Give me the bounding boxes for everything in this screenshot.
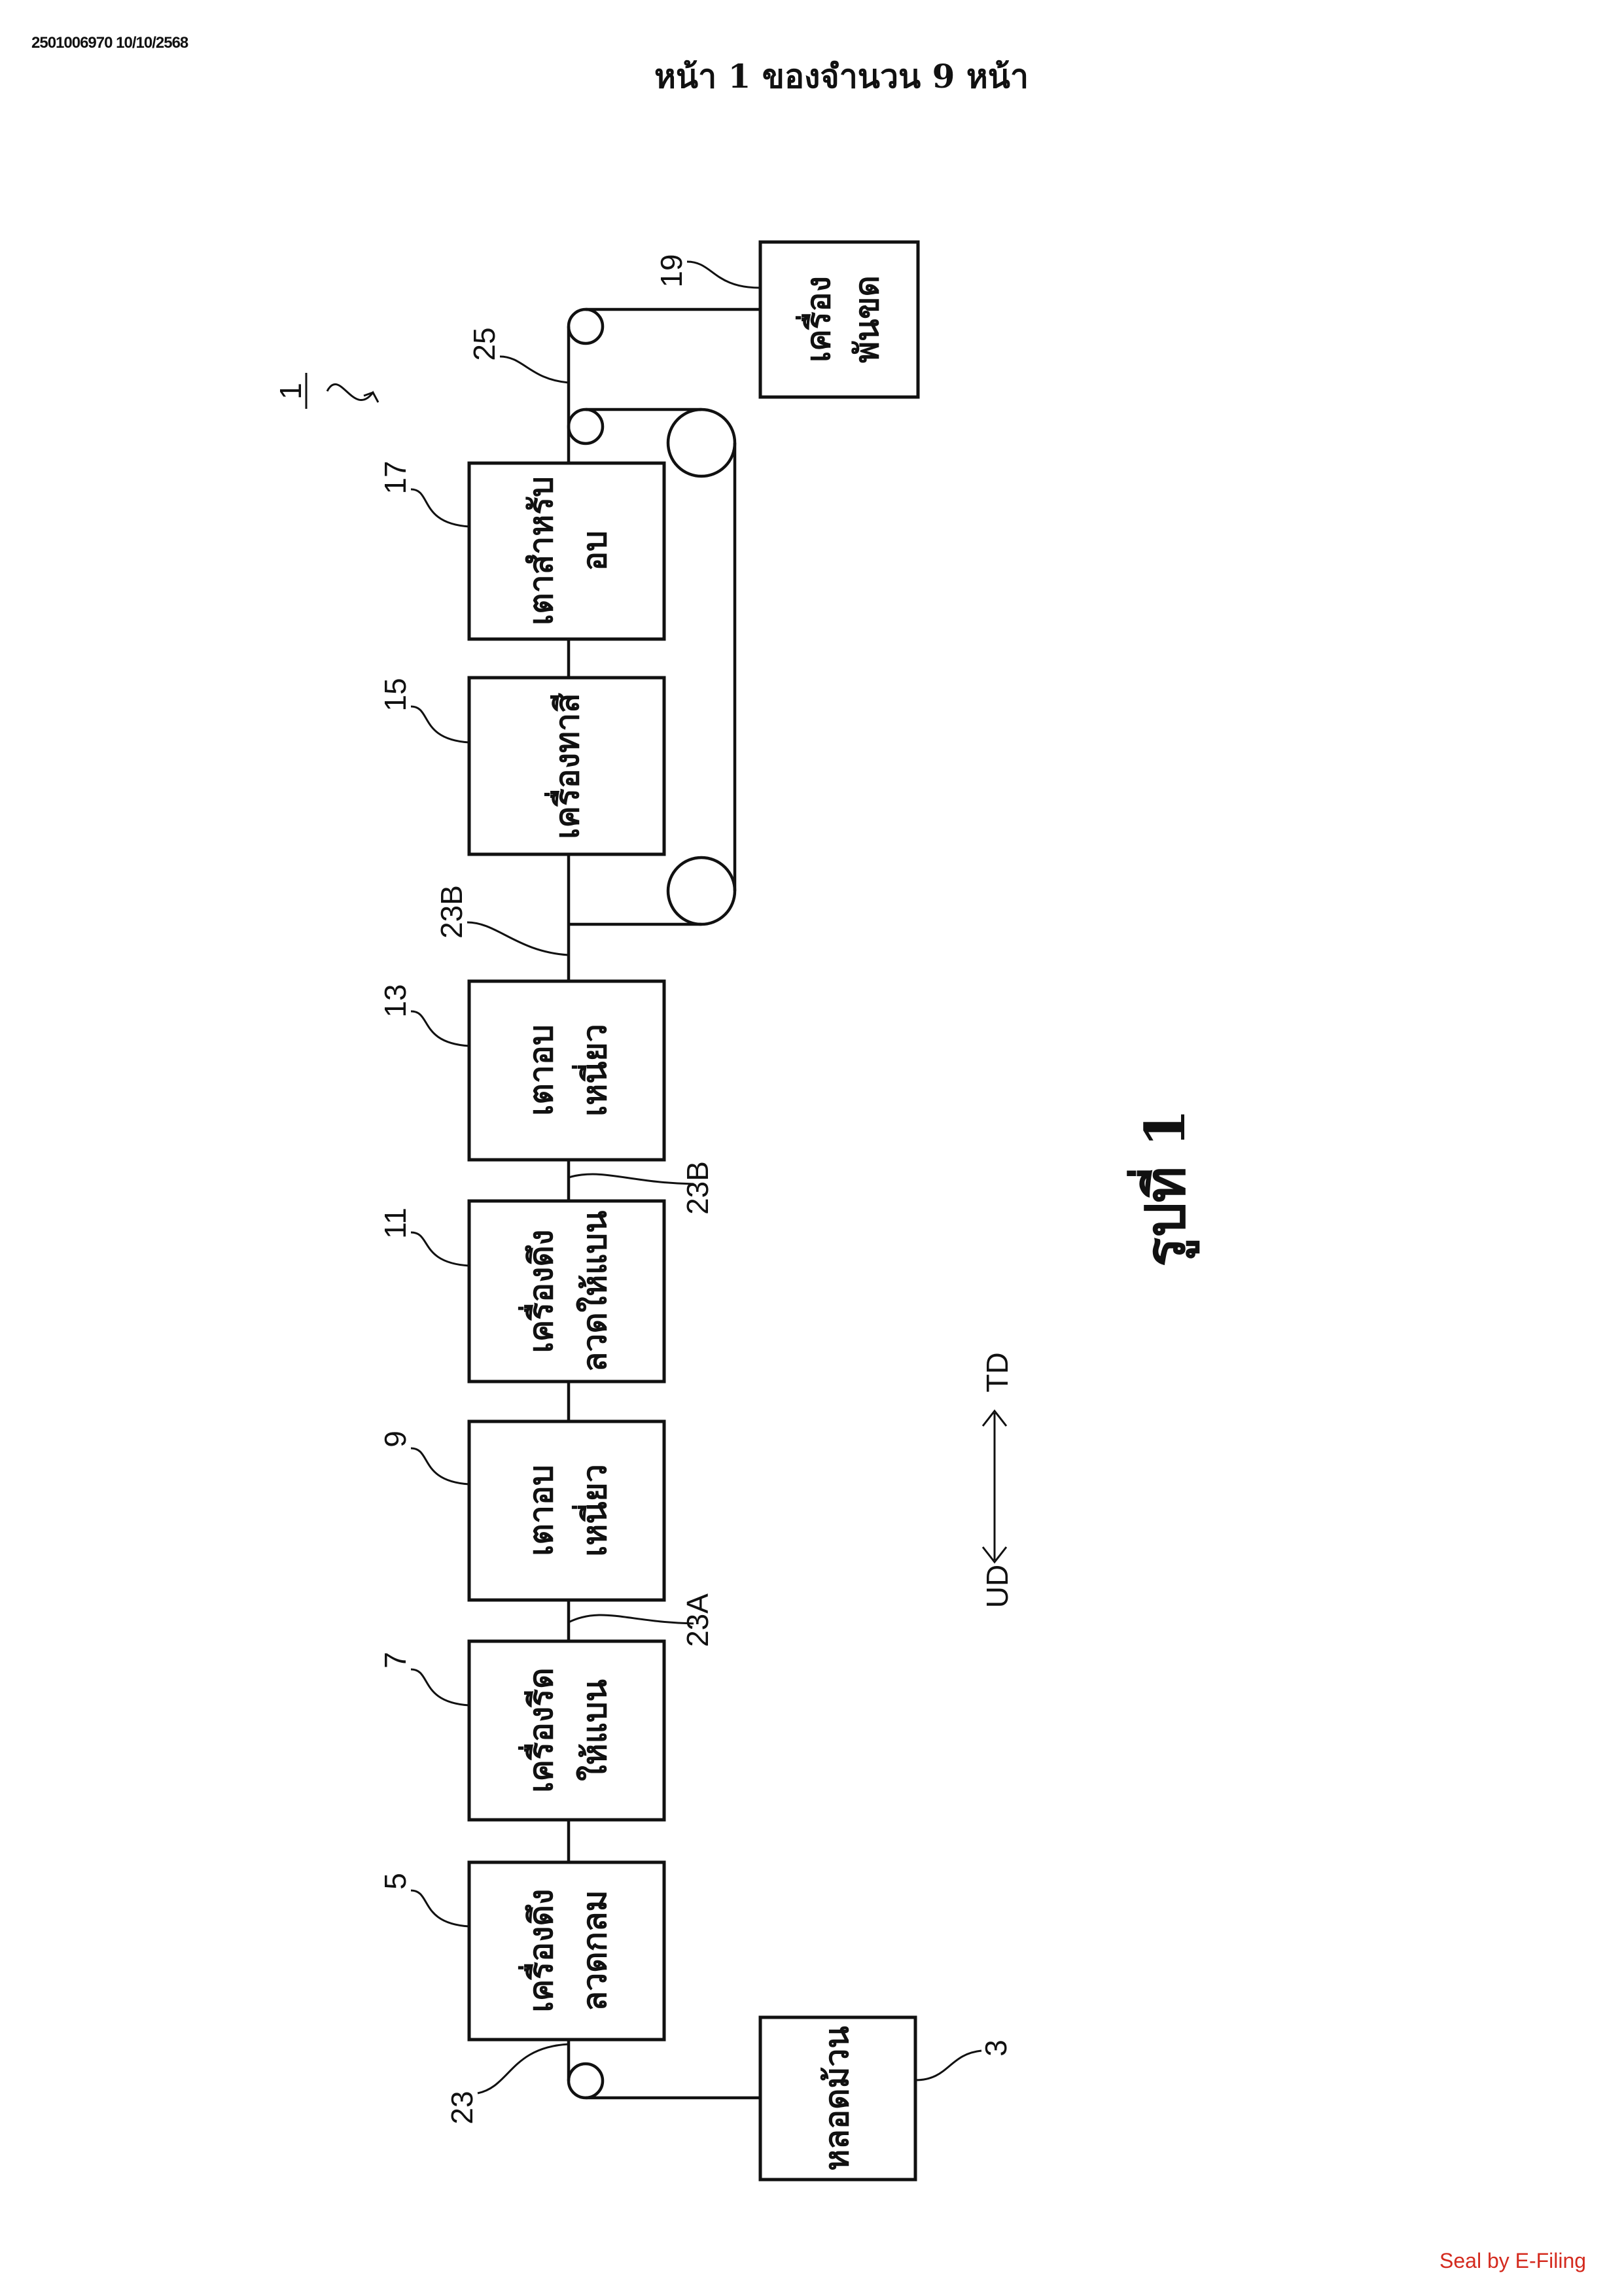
figure-title: รูปที่ 1 xyxy=(1127,1109,1200,1267)
box-label: เครื่องรีด xyxy=(518,1667,560,1792)
ref-3: 3 xyxy=(979,2040,1013,2057)
leader-17 xyxy=(410,488,470,528)
page-number-title: หน้า 1 ของจำนวน 9 หน้า xyxy=(654,57,1029,96)
ref-23a: 23A xyxy=(680,1593,715,1647)
leader-11 xyxy=(410,1231,470,1267)
box-label: หลอดม้วน xyxy=(818,2026,856,2170)
box-label: เครื่อง xyxy=(796,276,838,362)
ref-1: 1 xyxy=(274,383,308,400)
leader-3 xyxy=(915,2049,982,2081)
ref-7: 7 xyxy=(378,1652,412,1669)
leader-23 xyxy=(477,2043,569,2095)
box-flat-wire-drawer-11: เครื่องดึง ลวดให้แบน xyxy=(467,1199,666,1383)
leader-25 xyxy=(499,355,569,384)
leader-1-arrow xyxy=(326,383,380,403)
roller-top xyxy=(567,307,605,345)
leader-23a xyxy=(568,1614,694,1625)
roller-bottom xyxy=(567,2062,605,2100)
box-label: เตาอบ xyxy=(522,1465,560,1556)
leader-19 xyxy=(686,260,761,289)
leader-15 xyxy=(410,705,470,744)
roller-loop xyxy=(567,408,605,445)
leader-7 xyxy=(410,1668,470,1707)
box-label: เครื่องดึง xyxy=(518,1889,560,2013)
ref-5: 5 xyxy=(378,1873,412,1890)
leader-9 xyxy=(410,1447,470,1486)
leader-13 xyxy=(410,1010,470,1047)
box-label: เครื่องดึง xyxy=(518,1230,560,1353)
box-label: เตาสำหรับ xyxy=(522,476,560,625)
leader-23b-upper xyxy=(467,921,569,956)
box-induction-oven-9: เตาอบ เหนี่ยว xyxy=(467,1419,666,1602)
ref-17: 17 xyxy=(378,461,412,494)
box-label: ลวดกลม xyxy=(576,1890,614,2011)
ref-25: 25 xyxy=(467,327,501,360)
ref-23: 23 xyxy=(445,2091,479,2124)
leader-5 xyxy=(410,1889,470,1928)
box-label: เหนี่ยว xyxy=(572,1024,614,1117)
direction-td-label: TD xyxy=(980,1352,1014,1392)
leader-23b-lower xyxy=(568,1173,694,1185)
ref-numerals: 5 7 9 11 13 15 17 19 3 23 23A 23B 23B 25… xyxy=(274,254,1013,2124)
direction-ud-label: UD xyxy=(980,1565,1014,1608)
box-label: พันขด xyxy=(848,275,886,363)
box-reel-3: หลอดม้วน xyxy=(758,2015,917,2182)
ref-11: 11 xyxy=(378,1208,412,1239)
box-label: เครื่องทาสี xyxy=(544,693,586,839)
ref-19: 19 xyxy=(654,254,688,287)
box-winder-19: เครื่อง พันขด xyxy=(758,240,920,399)
e-filing-seal: Seal by E-Filing xyxy=(1439,2249,1587,2272)
ref-13: 13 xyxy=(378,984,412,1017)
box-flattening-roller-7: เครื่องรีด ให้แบน xyxy=(467,1639,666,1822)
double-arrow-icon xyxy=(981,1409,1008,1564)
pulley-upper xyxy=(666,408,737,478)
box-label: อบ xyxy=(576,531,614,571)
box-coater-15: เครื่องทาสี xyxy=(467,676,666,856)
box-label: ให้แบน xyxy=(576,1679,614,1781)
ref-15: 15 xyxy=(378,678,412,711)
direction-indicator: UD TD xyxy=(980,1352,1014,1608)
document-id-date: 2501006970 10/10/2568 xyxy=(31,34,188,52)
box-label: เหนี่ยว xyxy=(572,1464,614,1557)
box-round-wire-drawer-5: เครื่องดึง ลวดกลม xyxy=(467,1860,666,2042)
ref-23b-lower: 23B xyxy=(680,1161,715,1215)
box-baking-oven-17: เตาสำหรับ อบ xyxy=(467,461,666,641)
ref-23b-upper: 23B xyxy=(434,885,468,939)
pulley-lower xyxy=(666,856,737,926)
box-label: ลวดให้แบน xyxy=(576,1211,614,1372)
box-label: เตาอบ xyxy=(522,1024,560,1115)
box-induction-oven-13: เตาอบ เหนี่ยว xyxy=(467,979,666,1162)
ref-9: 9 xyxy=(378,1431,412,1448)
